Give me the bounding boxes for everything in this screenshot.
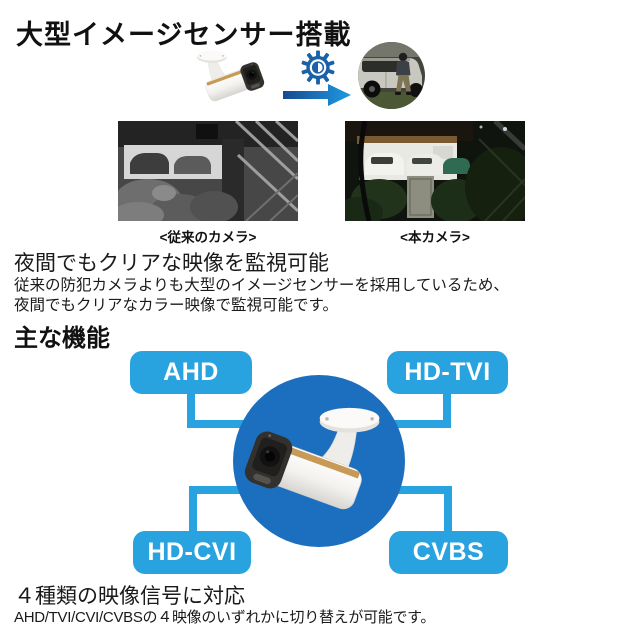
connector-cvbs-h bbox=[392, 486, 452, 494]
connector-hdtvi bbox=[443, 392, 451, 428]
signal-box-hdcvi: HD-CVI bbox=[133, 531, 251, 574]
signal-label-hdcvi: HD-CVI bbox=[147, 538, 237, 566]
night-color-capture-photo bbox=[358, 42, 425, 109]
connector-cvbs bbox=[444, 486, 452, 532]
main-heading: 大型イメージセンサー搭載 bbox=[16, 20, 352, 50]
connector-hdtvi-h bbox=[391, 420, 451, 428]
signal-label-hdtvi: HD-TVI bbox=[404, 358, 491, 386]
bullet-camera-icon bbox=[186, 46, 268, 108]
footer-body: AHD/TVI/CVI/CVBSの４映像のいずれかに切り替えが可能です。 bbox=[14, 609, 436, 626]
signal-label-ahd: AHD bbox=[163, 358, 219, 386]
connector-ahd-h bbox=[187, 420, 249, 428]
conventional-camera-photo bbox=[118, 121, 298, 221]
connector-hdcvi bbox=[189, 486, 197, 532]
footer-heading: ４種類の映像信号に対応 bbox=[14, 585, 245, 608]
signal-label-cvbs: CVBS bbox=[412, 538, 485, 566]
conversion-arrow-icon bbox=[283, 84, 351, 106]
night-section-heading: 夜間でもクリアな映像を監視可能 bbox=[14, 252, 329, 275]
features-heading: 主な機能 bbox=[14, 325, 110, 352]
this-camera-caption: <本カメラ> bbox=[400, 230, 470, 245]
signal-box-cvbs: CVBS bbox=[389, 531, 508, 574]
signal-box-hdtvi: HD-TVI bbox=[387, 351, 508, 394]
conventional-camera-caption: <従来のカメラ> bbox=[159, 230, 257, 245]
image-sensor-gear-icon bbox=[301, 50, 335, 85]
bullet-camera-large-icon bbox=[239, 398, 399, 524]
connector-ahd bbox=[187, 392, 195, 428]
camera-circle bbox=[233, 375, 405, 547]
night-body-line2: 夜間でもクリアなカラー映像で監視可能です。 bbox=[14, 297, 338, 314]
night-section-body: 従来の防犯カメラよりも大型のイメージセンサーを採用しているため、 夜間でもクリア… bbox=[14, 276, 509, 316]
this-camera-photo bbox=[345, 121, 525, 221]
signal-box-ahd: AHD bbox=[130, 351, 252, 394]
night-body-line1: 従来の防犯カメラよりも大型のイメージセンサーを採用しているため、 bbox=[14, 277, 509, 294]
connector-hdcvi-h bbox=[189, 486, 250, 494]
